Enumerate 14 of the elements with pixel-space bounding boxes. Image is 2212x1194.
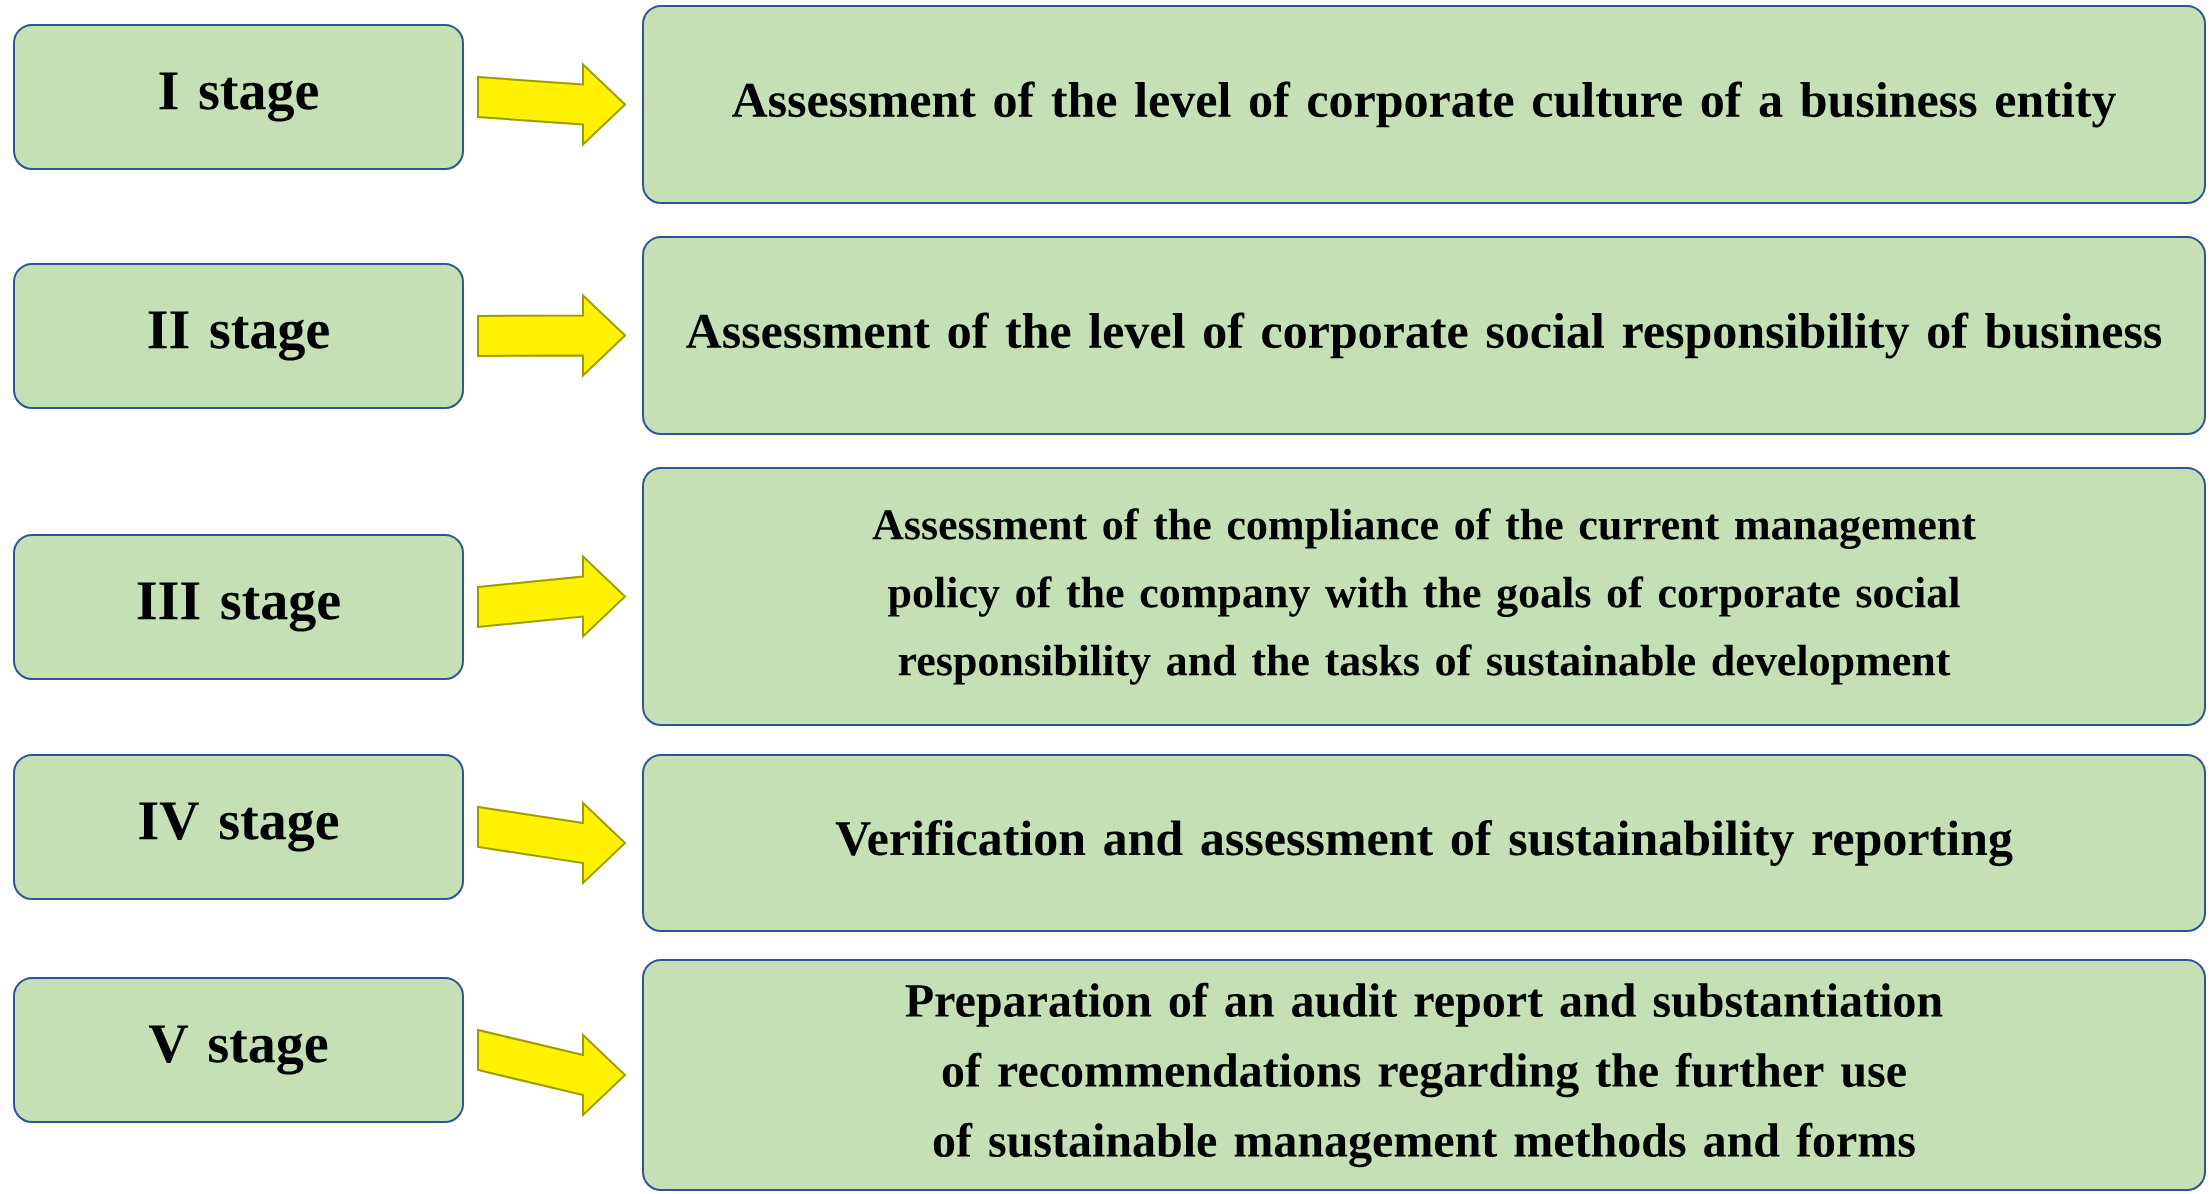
stage-box: III stage bbox=[13, 534, 464, 680]
description-box: Assessment of the level of corporate social responsibility of business bbox=[642, 236, 2206, 435]
block-arrow bbox=[477, 293, 627, 378]
stage-box: II stage bbox=[13, 263, 464, 409]
description-box: Assessment of the level of corporate culture of a business entity bbox=[642, 5, 2206, 204]
block-arrow bbox=[477, 554, 627, 639]
stage-box: IV stage bbox=[13, 754, 464, 900]
stage-box: I stage bbox=[13, 24, 464, 170]
block-arrow bbox=[477, 800, 627, 886]
stage-box: V stage bbox=[13, 977, 464, 1123]
block-arrow bbox=[477, 62, 627, 147]
description-box: Preparation of an audit report and substantiation of recommendations regarding the further use of sustainable management methods and forms bbox=[642, 959, 2206, 1191]
description-box: Verification and assessment of sustainability reporting bbox=[642, 754, 2206, 932]
description-box: Assessment of the compliance of the current management policy of the company with the goals of corporate social responsibility and the tasks of sustainable development bbox=[642, 467, 2206, 726]
